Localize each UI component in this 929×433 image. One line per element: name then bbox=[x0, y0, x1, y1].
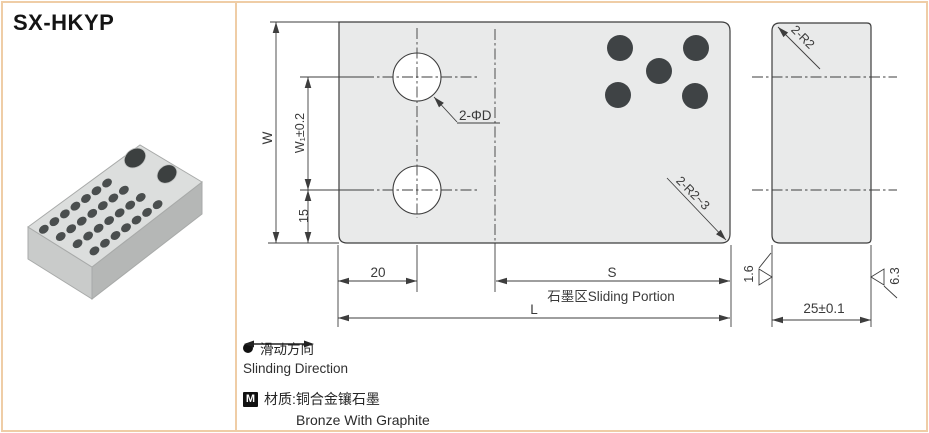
graphite-plug bbox=[142, 207, 152, 217]
graphite-plug bbox=[102, 178, 112, 188]
double-arrow-icon bbox=[244, 340, 314, 348]
graphite-plug bbox=[38, 224, 49, 234]
side-view: 2-R2 25±0.1 1.6 6.3 bbox=[742, 22, 902, 327]
mounting-hole-photo bbox=[156, 164, 178, 184]
graphite-plug bbox=[76, 216, 87, 226]
material-mark-icon: M bbox=[243, 391, 258, 407]
dim-w1: W₁±0.2 bbox=[293, 113, 307, 153]
roughness-right-value: 6.3 bbox=[888, 267, 902, 284]
dim-l: L bbox=[530, 302, 538, 317]
product-photo bbox=[27, 144, 203, 301]
label-sliding-portion: 石墨区Sliding Portion bbox=[547, 289, 675, 304]
bullet-icon bbox=[243, 343, 253, 353]
graphite-plug bbox=[118, 185, 129, 195]
graphite-plug bbox=[89, 246, 100, 256]
roughness-left-value: 1.6 bbox=[742, 265, 756, 282]
legend: 滑动方向 Slinding Direction M 材质:铜合金镶石墨 Bron… bbox=[243, 338, 430, 428]
graphite-plug bbox=[66, 224, 77, 234]
page-title: SX-HKYP bbox=[13, 10, 115, 35]
graphite-plug bbox=[55, 232, 66, 241]
hole-callout bbox=[433, 96, 500, 124]
graphite-plug bbox=[110, 230, 121, 240]
graphite-plug bbox=[72, 239, 83, 249]
graphite-plug bbox=[121, 223, 131, 233]
plate-outline bbox=[338, 21, 731, 244]
graphite-plug bbox=[93, 223, 104, 233]
graphite-dot bbox=[646, 58, 672, 84]
roughness-symbol-left: 1.6 bbox=[742, 252, 773, 286]
graphite-plug bbox=[60, 209, 70, 219]
dim-20: 20 bbox=[370, 265, 385, 280]
dim-15: 15 bbox=[297, 209, 311, 223]
sliding-direction-en: Slinding Direction bbox=[243, 361, 349, 376]
graphite-plug bbox=[152, 200, 163, 210]
graphite-plug bbox=[91, 186, 102, 196]
label-holes: 2-ΦD bbox=[459, 108, 492, 123]
graphite-plug-grid bbox=[38, 178, 163, 256]
graphite-plug bbox=[97, 201, 108, 211]
graphite-plug bbox=[108, 193, 119, 203]
graphite-plug bbox=[114, 208, 125, 218]
sliding-direction-zh: 滑动方向 bbox=[260, 342, 314, 357]
material-zh: 材质:铜合金镶石墨 bbox=[264, 391, 380, 407]
graphite-plug bbox=[87, 208, 98, 218]
graphite-plug bbox=[125, 200, 136, 210]
graphite-plug bbox=[49, 217, 60, 227]
graphite-plug bbox=[100, 238, 110, 248]
graphite-plug bbox=[131, 215, 142, 225]
dim-s: S bbox=[607, 265, 616, 280]
roughness-symbol-right: 6.3 bbox=[870, 267, 902, 299]
dim-w: W bbox=[260, 131, 275, 144]
dim-thickness: 25±0.1 bbox=[803, 301, 844, 316]
material-en: Bronze With Graphite bbox=[296, 412, 430, 428]
edge-radius-leader bbox=[777, 26, 821, 70]
graphite-dot bbox=[683, 35, 709, 61]
graphite-plug bbox=[83, 231, 93, 241]
side-outline bbox=[771, 22, 872, 244]
main-view: W W₁±0.2 15 20 S L 石墨区Sliding Portion 2-… bbox=[260, 21, 732, 327]
graphite-plug bbox=[81, 193, 91, 203]
panel-divider bbox=[235, 1, 237, 432]
graphite-plug bbox=[70, 201, 81, 211]
graphite-dot bbox=[605, 82, 631, 108]
graphite-dot bbox=[607, 35, 633, 61]
corner-radius-leader bbox=[666, 177, 727, 241]
graphite-plug bbox=[135, 192, 146, 202]
mounting-hole-photo bbox=[123, 147, 147, 169]
graphite-dot bbox=[682, 83, 708, 109]
graphite-plug bbox=[104, 216, 115, 226]
